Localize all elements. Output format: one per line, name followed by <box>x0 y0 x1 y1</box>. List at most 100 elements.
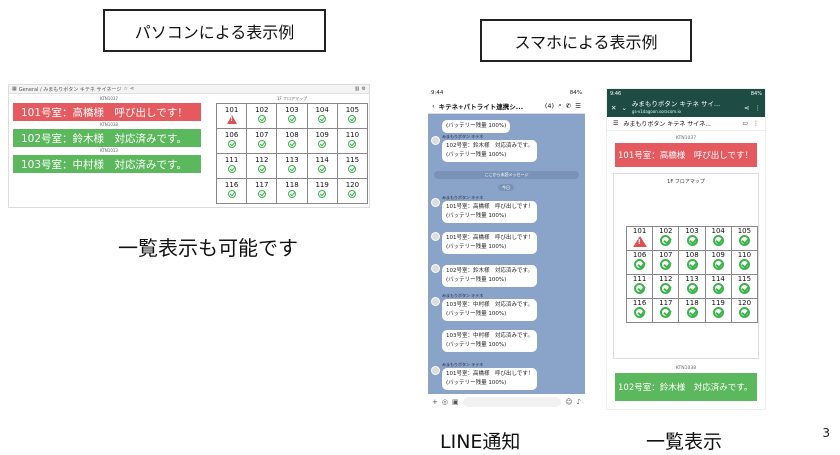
check-circle-icon <box>686 283 698 294</box>
hamburger-icon[interactable]: ☰ <box>613 120 619 127</box>
star-icon[interactable]: ☆ <box>123 86 128 92</box>
room-cell[interactable]: 111 <box>215 153 248 179</box>
room-number: 119 <box>711 299 725 307</box>
room-cell[interactable]: 120 <box>336 178 369 204</box>
room-cell[interactable]: 113 <box>678 274 706 299</box>
mic-icon[interactable]: ♪ <box>576 398 581 406</box>
room-number: 109 <box>315 131 329 139</box>
room-number: 103 <box>285 106 299 114</box>
search-icon[interactable]: ⌕ <box>558 101 562 109</box>
room-cell[interactable]: 113 <box>276 153 308 179</box>
room-cell[interactable]: 109 <box>704 250 732 275</box>
check-circle-icon <box>287 115 296 123</box>
room-cell[interactable]: 104 <box>306 103 338 129</box>
room-number: 106 <box>224 131 239 139</box>
room-cell[interactable]: 108 <box>276 128 308 154</box>
plus-icon[interactable]: + <box>432 398 438 406</box>
room-cell[interactable]: 102 <box>246 103 278 129</box>
list-possible-caption: 一覧表示も可能です <box>118 236 298 260</box>
status-bar: 9:46 84% <box>607 89 765 98</box>
check-circle-icon <box>660 259 672 270</box>
room-cell[interactable]: 120 <box>730 298 759 323</box>
room-cell[interactable]: 108 <box>678 250 706 275</box>
chart-icon[interactable]: ▥ <box>354 86 360 92</box>
check-circle-icon <box>634 259 646 270</box>
more-icon[interactable]: ⋮ <box>754 103 762 112</box>
check-circle-icon <box>348 190 357 198</box>
menu-icon[interactable]: ☰ <box>575 101 581 110</box>
chevron-down-icon[interactable]: ⌄ <box>621 103 627 112</box>
room-cell[interactable]: 111 <box>625 274 654 299</box>
room-cell[interactable]: 106 <box>215 128 248 154</box>
tv-icon[interactable]: ▭ <box>742 120 748 127</box>
room-cell[interactable]: 115 <box>336 153 369 179</box>
mobile-screenshot: 9:46 84% ✕ ⌄ みまもりボタン キテネ サイ... gs-v1dago… <box>606 88 766 410</box>
alert-card: 102号室：鈴木様 対応済みです。 <box>13 129 201 147</box>
room-cell[interactable]: 103 <box>678 226 706 251</box>
room-cell[interactable]: 114 <box>306 153 338 179</box>
room-cell[interactable]: 114 <box>704 274 732 299</box>
check-circle-icon <box>348 165 357 173</box>
room-cell[interactable]: 110 <box>336 128 369 154</box>
floor-map-title[interactable]: 1F フロアマップ <box>667 179 705 185</box>
camera-icon[interactable]: ◎ <box>441 398 448 406</box>
alert-card: 102号室：鈴木様 対応済みです。 <box>615 373 757 401</box>
room-cell[interactable]: 105 <box>336 103 369 129</box>
chat-message: 101号室：高橋様 呼び出しです！(バッテリー残量 100%) <box>442 201 538 223</box>
room-cell[interactable]: 112 <box>246 153 278 179</box>
room-number: 107 <box>659 251 673 259</box>
chat-message: 101号室：高橋様 呼び出しです！(バッテリー残量 100%) <box>442 368 538 390</box>
check-circle-icon <box>257 165 266 173</box>
page-number: 3 <box>822 426 830 440</box>
room-cell[interactable]: 116 <box>625 298 654 323</box>
image-icon[interactable]: ▣ <box>451 398 459 406</box>
room-cell[interactable]: 101 <box>215 103 248 129</box>
room-cell[interactable]: 107 <box>246 128 278 154</box>
message-input[interactable] <box>462 397 562 407</box>
room-cell[interactable]: 118 <box>678 298 706 323</box>
room-cell[interactable]: 102 <box>652 226 680 251</box>
pc-breadcrumb[interactable]: General / みまもりボタン キテネ サイネージ <box>18 86 122 93</box>
room-cell[interactable]: 103 <box>276 103 308 129</box>
room-grid: 1011021031041051061071081091101111121131… <box>215 103 369 204</box>
check-circle-icon <box>287 165 296 173</box>
unread-divider: ここから未読メッセージ <box>434 171 579 179</box>
room-cell[interactable]: 119 <box>704 298 732 323</box>
share-icon[interactable]: ⋖ <box>744 103 750 112</box>
device-label: KTN1013 <box>100 148 118 153</box>
check-circle-icon <box>318 140 327 148</box>
room-cell[interactable]: 104 <box>704 226 732 251</box>
settings-icon[interactable]: ⚙ <box>361 86 366 92</box>
emoji-icon[interactable]: ☺ <box>565 398 573 406</box>
room-cell[interactable]: 106 <box>625 250 654 275</box>
room-cell[interactable]: 105 <box>730 226 759 251</box>
check-circle-icon <box>257 140 266 148</box>
avatar <box>431 232 440 241</box>
phone-icon[interactable]: ✆ <box>565 101 572 110</box>
room-cell[interactable]: 117 <box>652 298 680 323</box>
room-cell[interactable]: 119 <box>306 178 338 204</box>
room-number: 117 <box>255 181 269 189</box>
page-url: gs-v1dagoon.soracom.io <box>631 108 682 114</box>
room-cell[interactable]: 117 <box>246 178 278 204</box>
room-number: 106 <box>632 251 647 259</box>
room-cell[interactable]: 109 <box>306 128 338 154</box>
check-circle-icon <box>686 235 698 246</box>
room-cell[interactable]: 110 <box>730 250 759 275</box>
room-cell[interactable]: 112 <box>652 274 680 299</box>
share-icon[interactable]: ⋖ <box>129 86 135 92</box>
room-cell[interactable]: 116 <box>215 178 248 204</box>
avatar <box>431 198 440 207</box>
room-cell[interactable]: 107 <box>652 250 680 275</box>
status-time: 9:46 <box>610 90 622 97</box>
status-time: 9:44 <box>431 90 444 96</box>
more-icon[interactable]: ⋮ <box>753 120 759 127</box>
room-cell[interactable]: 115 <box>730 274 759 299</box>
close-icon[interactable]: ✕ <box>611 103 617 112</box>
check-circle-icon <box>348 115 357 123</box>
room-cell[interactable]: 101 <box>625 226 654 251</box>
room-grid: 1011021031041051061071081091101111121131… <box>625 226 759 323</box>
room-cell[interactable]: 118 <box>276 178 308 204</box>
back-icon[interactable]: ‹ <box>432 101 435 110</box>
